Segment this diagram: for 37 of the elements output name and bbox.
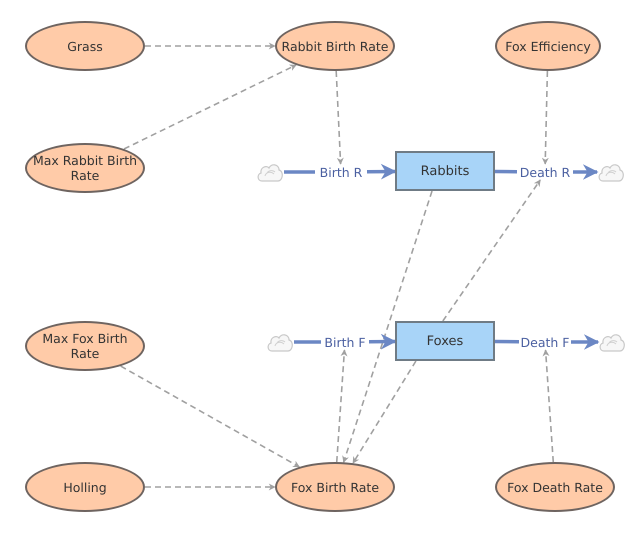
- flow-label: Death F: [519, 334, 571, 350]
- variable-ellipse: Max Rabbit Birth Rate: [25, 143, 145, 193]
- flow-pipe: [368, 334, 397, 350]
- variable-ellipse: Holling: [25, 462, 145, 512]
- dependency-arrow: [124, 64, 297, 150]
- dependency-arrow: [542, 349, 554, 462]
- dependency-arrow: [145, 484, 276, 490]
- variable-ellipse: Max Fox Birth Rate: [25, 321, 145, 371]
- flow-pipe: [366, 164, 397, 180]
- stock-box: Foxes: [395, 321, 495, 361]
- flow-label: Birth R: [315, 164, 367, 180]
- flow-pipe: [571, 334, 600, 350]
- flow-pipe: [494, 340, 520, 344]
- dependency-arrow: [336, 349, 348, 462]
- cloud-icon: [256, 161, 284, 183]
- flow-pipe: [494, 170, 518, 174]
- dependency-arrow: [542, 70, 549, 165]
- variable-ellipse: Grass: [25, 21, 145, 71]
- flow-pipe: [284, 170, 315, 174]
- cloud-icon: [597, 161, 625, 183]
- dependency-arrow: [145, 42, 276, 50]
- dependency-arrow: [335, 70, 344, 165]
- flow-label: Death R: [517, 164, 573, 180]
- dependency-arrow: [120, 365, 300, 468]
- cloud-icon: [598, 331, 626, 353]
- dependency-arrow: [352, 360, 417, 464]
- flow-pipe: [573, 164, 599, 180]
- flow-pipe: [294, 340, 321, 344]
- dependency-arrow: [342, 190, 433, 463]
- variable-ellipse: Fox Death Rate: [495, 462, 615, 512]
- dependency-arrow: [442, 179, 541, 322]
- variable-ellipse: Rabbit Birth Rate: [275, 21, 395, 71]
- cloud-icon: [266, 331, 294, 353]
- variable-ellipse: Fox Birth Rate: [275, 462, 395, 512]
- variable-ellipse: Fox Efficiency: [495, 21, 601, 71]
- flow-label: Birth F: [321, 334, 369, 350]
- stock-box: Rabbits: [395, 151, 495, 191]
